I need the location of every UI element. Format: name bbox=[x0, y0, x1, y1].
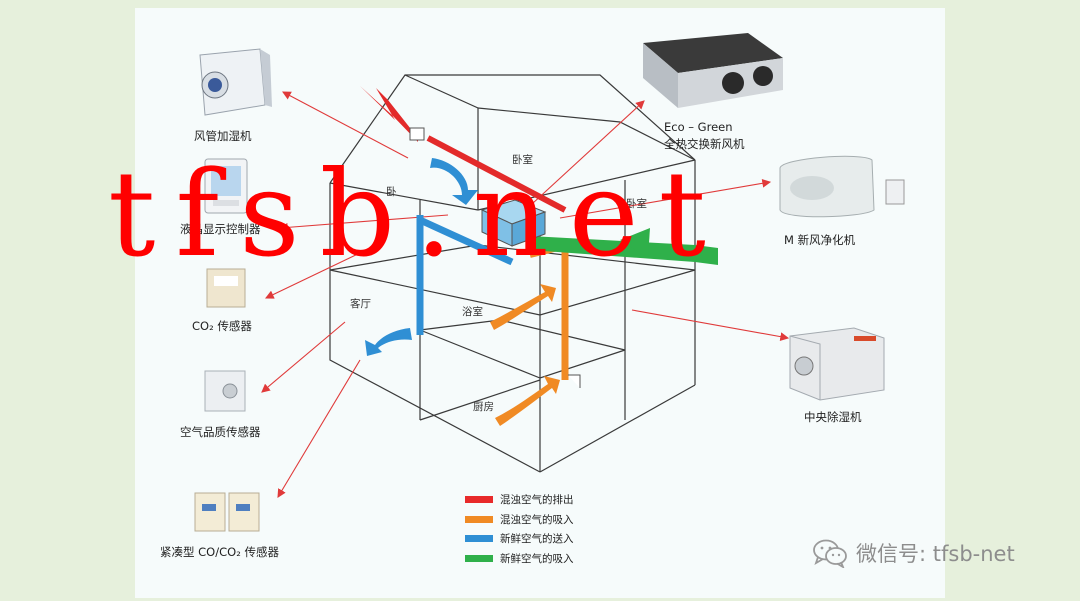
fresh-air-purifier-label: M 新风净化机 bbox=[784, 232, 855, 248]
co2-sensor-label: CO₂ 传感器 bbox=[192, 318, 252, 334]
wechat-icon bbox=[812, 538, 848, 568]
compact-sensor-label: 紧凑型 CO/CO₂ 传感器 bbox=[160, 544, 279, 560]
watermark-text: tfsb.net bbox=[108, 155, 726, 273]
legend-label: 新鲜空气的吸入 bbox=[500, 551, 574, 566]
airflow-legend: 混浊空气的排出 混浊空气的吸入 新鲜空气的送入 新鲜空气的吸入 bbox=[465, 490, 574, 568]
legend-swatch bbox=[465, 516, 493, 523]
duct-humidifier-label: 风管加湿机 bbox=[194, 128, 252, 144]
eco-green-ventilator-image bbox=[638, 28, 788, 114]
air-quality-sensor-label: 空气品质传感器 bbox=[180, 424, 261, 440]
legend-item: 新鲜空气的吸入 bbox=[465, 549, 574, 569]
legend-swatch bbox=[465, 496, 493, 503]
central-dehumidifier-label: 中央除湿机 bbox=[804, 409, 862, 425]
wechat-badge: 微信号: tfsb-net bbox=[812, 538, 1015, 568]
legend-label: 混浊空气的吸入 bbox=[500, 512, 574, 527]
eco-green-label-line1: Eco – Green bbox=[664, 120, 733, 134]
legend-label: 混浊空气的排出 bbox=[500, 492, 574, 507]
room-label-bathroom: 浴室 bbox=[462, 304, 483, 319]
legend-swatch bbox=[465, 555, 493, 562]
legend-label: 新鲜空气的送入 bbox=[500, 531, 574, 546]
air-quality-sensor-image bbox=[204, 370, 246, 412]
legend-item: 混浊空气的吸入 bbox=[465, 510, 574, 530]
fresh-air-purifier-image bbox=[772, 148, 912, 228]
legend-item: 混浊空气的排出 bbox=[465, 490, 574, 510]
duct-humidifier-image bbox=[190, 45, 275, 125]
legend-swatch bbox=[465, 535, 493, 542]
wechat-id-text: 微信号: tfsb-net bbox=[856, 538, 1015, 568]
room-label-kitchen: 厨房 bbox=[473, 399, 494, 414]
central-dehumidifier-image bbox=[784, 322, 888, 404]
room-label-living-room: 客厅 bbox=[350, 296, 371, 311]
compact-sensor-image bbox=[194, 490, 262, 534]
legend-item: 新鲜空气的送入 bbox=[465, 529, 574, 549]
